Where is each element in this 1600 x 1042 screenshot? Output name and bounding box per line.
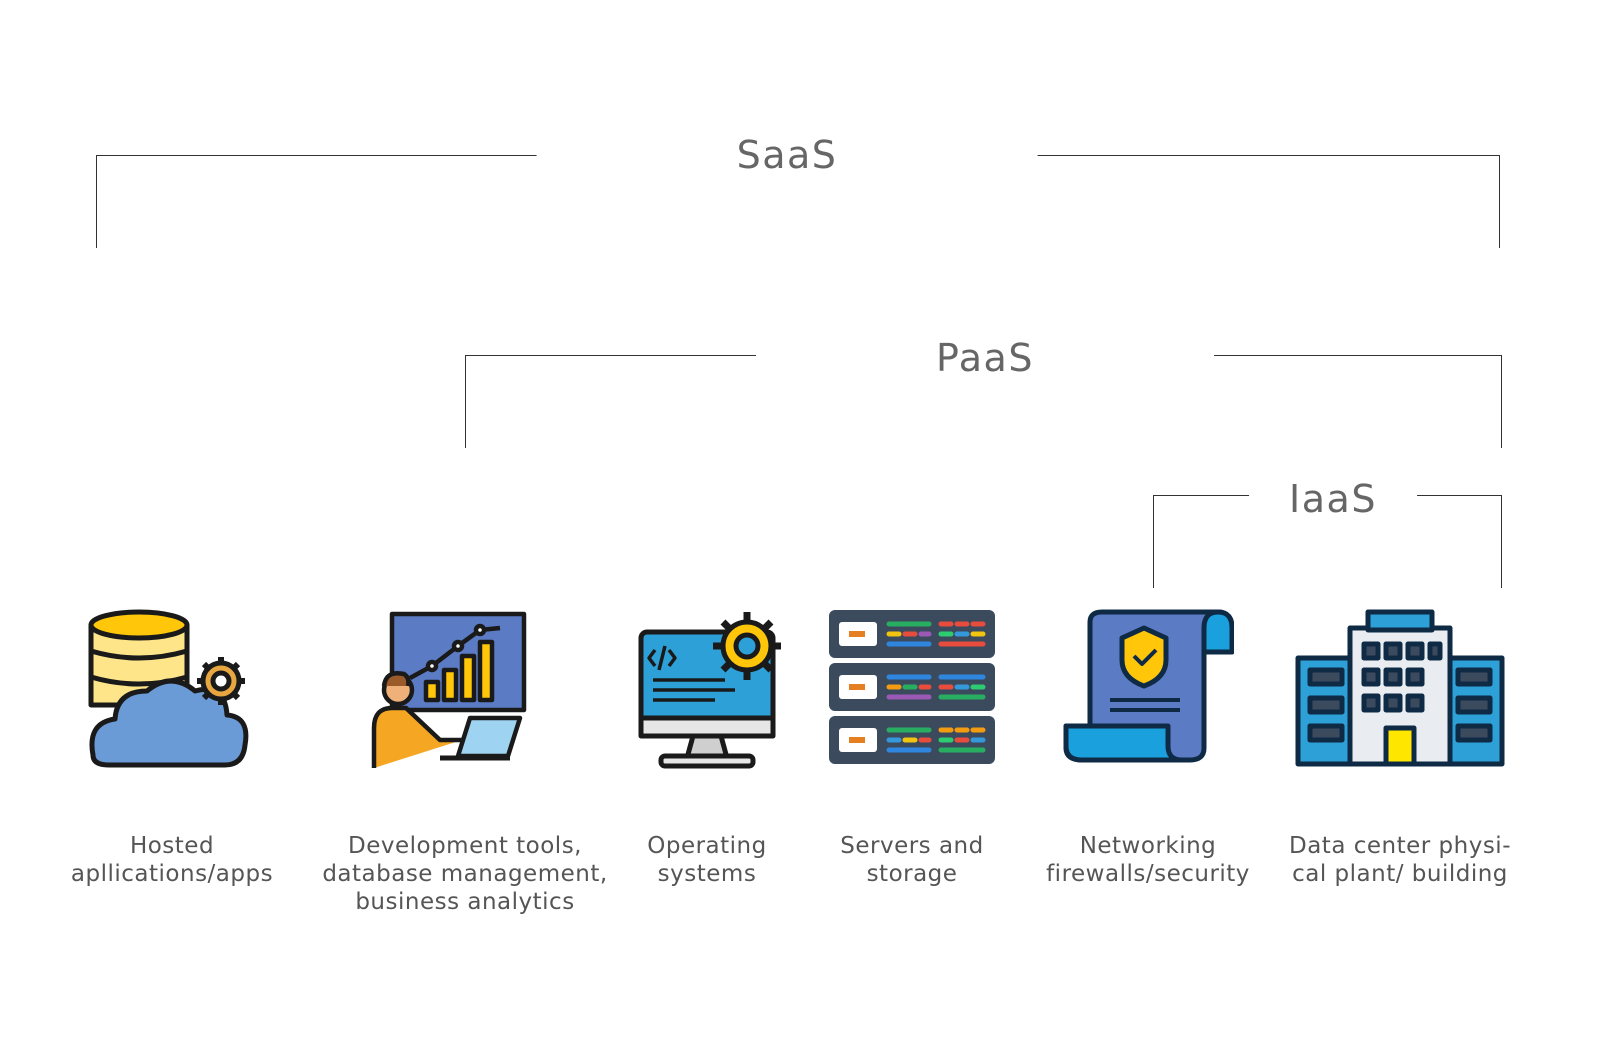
caption-networking-security: Networking firewalls/security [1046,833,1250,887]
caption-servers-storage: Servers and storage [840,833,984,887]
caption-development-tools: Development tools, database management, … [322,833,608,915]
monitor-code-gear-icon [638,612,781,769]
caption-data-center: Data center physi- cal plant/ building [1289,833,1511,887]
caption-hosted-apps: Hosted apllications/apps [70,833,274,887]
cloud-database-gear-icon [88,609,249,768]
security-document-shield-icon [1063,609,1234,763]
iaas-label: IaaS [1249,480,1417,518]
office-building-icon [1295,609,1505,767]
paas-label: PaaS [756,339,1214,377]
saas-label: SaaS [536,136,1038,174]
server-rack-icon [829,610,995,764]
caption-operating-systems: Operating systems [647,833,767,887]
analyst-chart-laptop-icon [371,611,527,768]
